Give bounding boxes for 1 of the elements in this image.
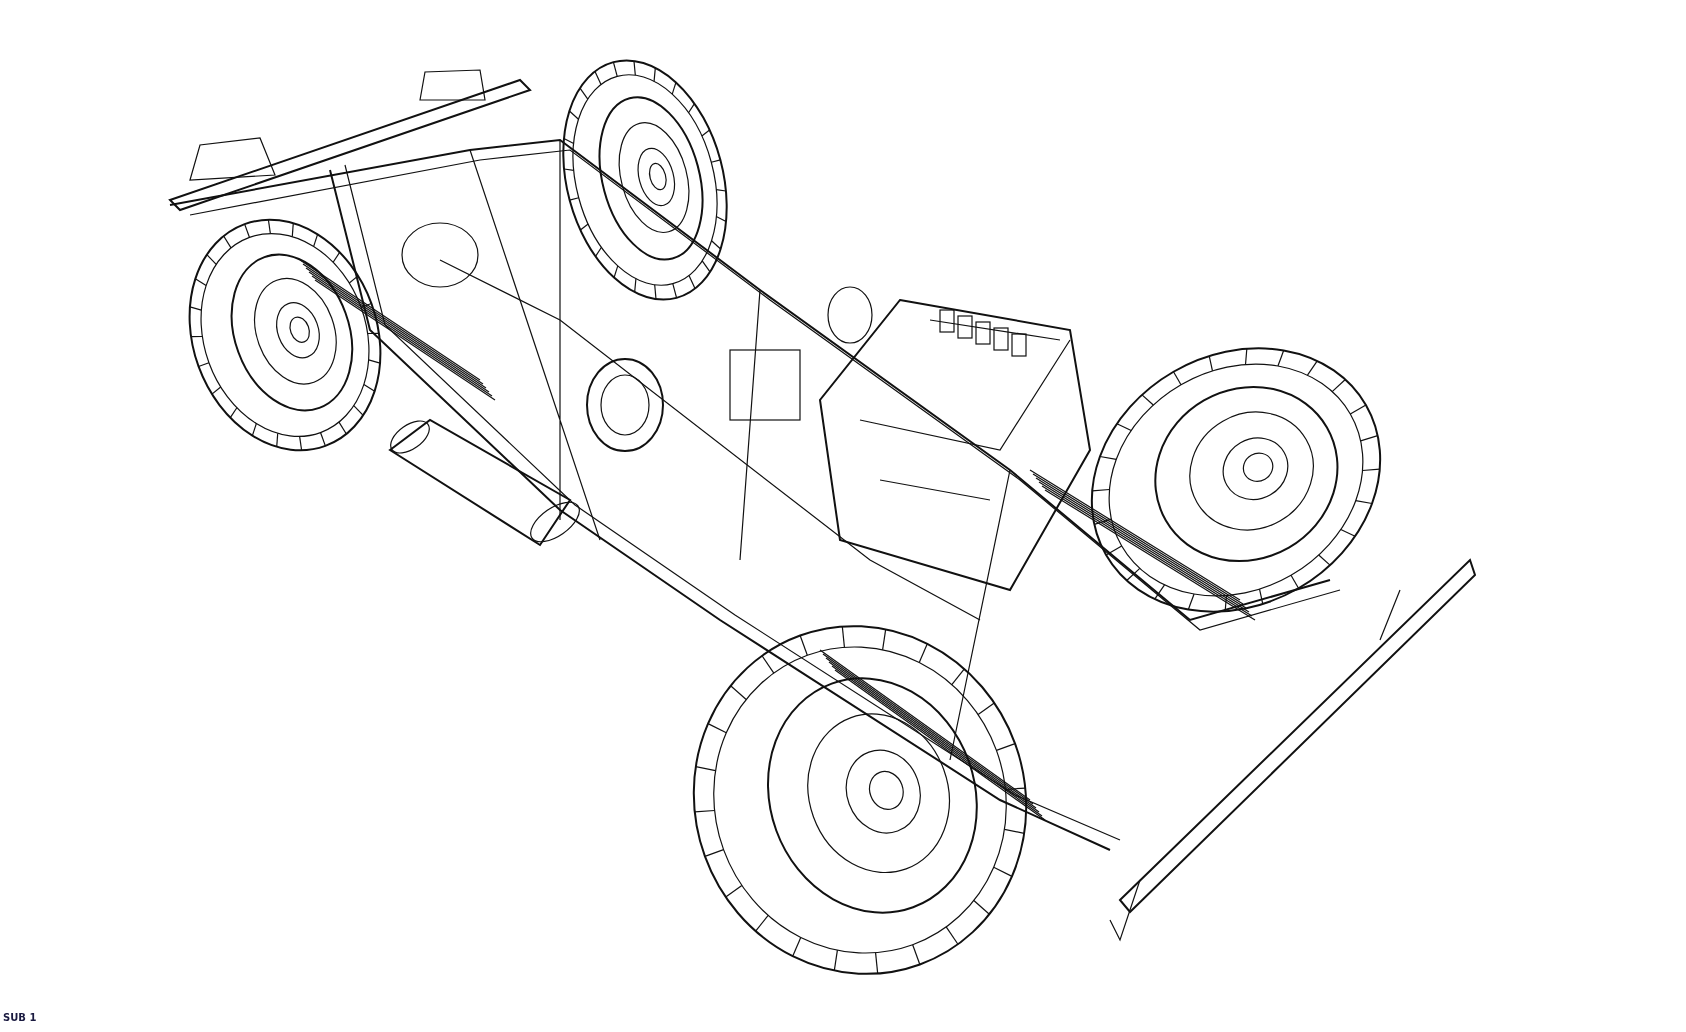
sheet-label: SUB 1 bbox=[3, 1012, 37, 1023]
